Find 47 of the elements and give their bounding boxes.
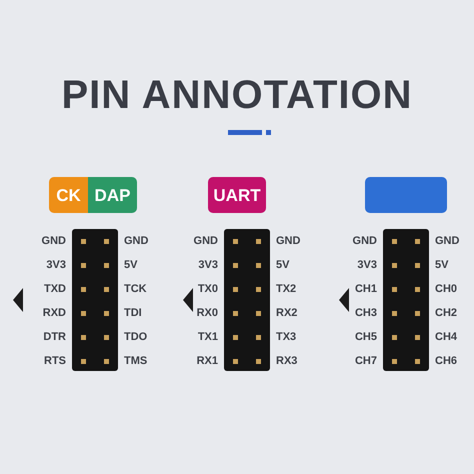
badge-label: UART: [213, 186, 261, 204]
pin-label: RX0: [196, 306, 218, 320]
mode-badge: [88, 177, 137, 213]
pin-label: RX2: [276, 306, 298, 320]
pin-label: 5V: [435, 258, 448, 272]
pin-label: 5V: [124, 258, 138, 272]
pin-label: TX1: [198, 330, 218, 344]
pin-label: CH7: [354, 354, 377, 368]
pin-label: GND: [276, 234, 300, 248]
pin-label: GND: [124, 234, 148, 248]
pin-label: TX2: [276, 282, 296, 296]
pin-label: CH2: [435, 306, 458, 320]
pin-label: DTR: [43, 330, 66, 344]
pin-label: TXD: [44, 282, 66, 296]
badge-label: DAP: [94, 186, 130, 204]
badge-label: CK: [56, 186, 81, 204]
pin-label: 3V3: [46, 258, 66, 272]
pin-header: [224, 229, 270, 371]
pin-label: RXD: [42, 306, 66, 320]
title: PIN ANNOTATION: [61, 75, 412, 115]
mode-badge: [365, 177, 447, 213]
pin-label: TCK: [124, 282, 147, 296]
pin-label: RX1: [196, 354, 218, 368]
pin-label: RTS: [44, 354, 66, 368]
pin-label: GND: [352, 234, 377, 248]
pin-label: CH5: [354, 330, 377, 344]
pin-label: CH1: [354, 282, 377, 296]
pin-label: GND: [435, 234, 460, 248]
pin-label: TDO: [124, 330, 148, 344]
pin-label: TMS: [124, 354, 148, 368]
mode-badge: [49, 177, 88, 213]
pin-label: 3V3: [198, 258, 218, 272]
pin-label: GND: [42, 234, 66, 248]
pin-label: CH6: [435, 354, 458, 368]
pin-label: GND: [194, 234, 218, 248]
pin-label: TDI: [124, 306, 142, 320]
pin-label: RX3: [276, 354, 298, 368]
pin-header: [72, 229, 118, 371]
pin-label: 5V: [276, 258, 290, 272]
pin-label: CH3: [354, 306, 377, 320]
pin-label: TX0: [198, 282, 218, 296]
pin-label: 3V3: [357, 258, 377, 272]
pin-label: TX3: [276, 330, 296, 344]
mode-badge: [208, 177, 266, 213]
pin-label: CH0: [435, 282, 458, 296]
pin-label: CH4: [435, 330, 458, 344]
pin-header: [383, 229, 429, 371]
